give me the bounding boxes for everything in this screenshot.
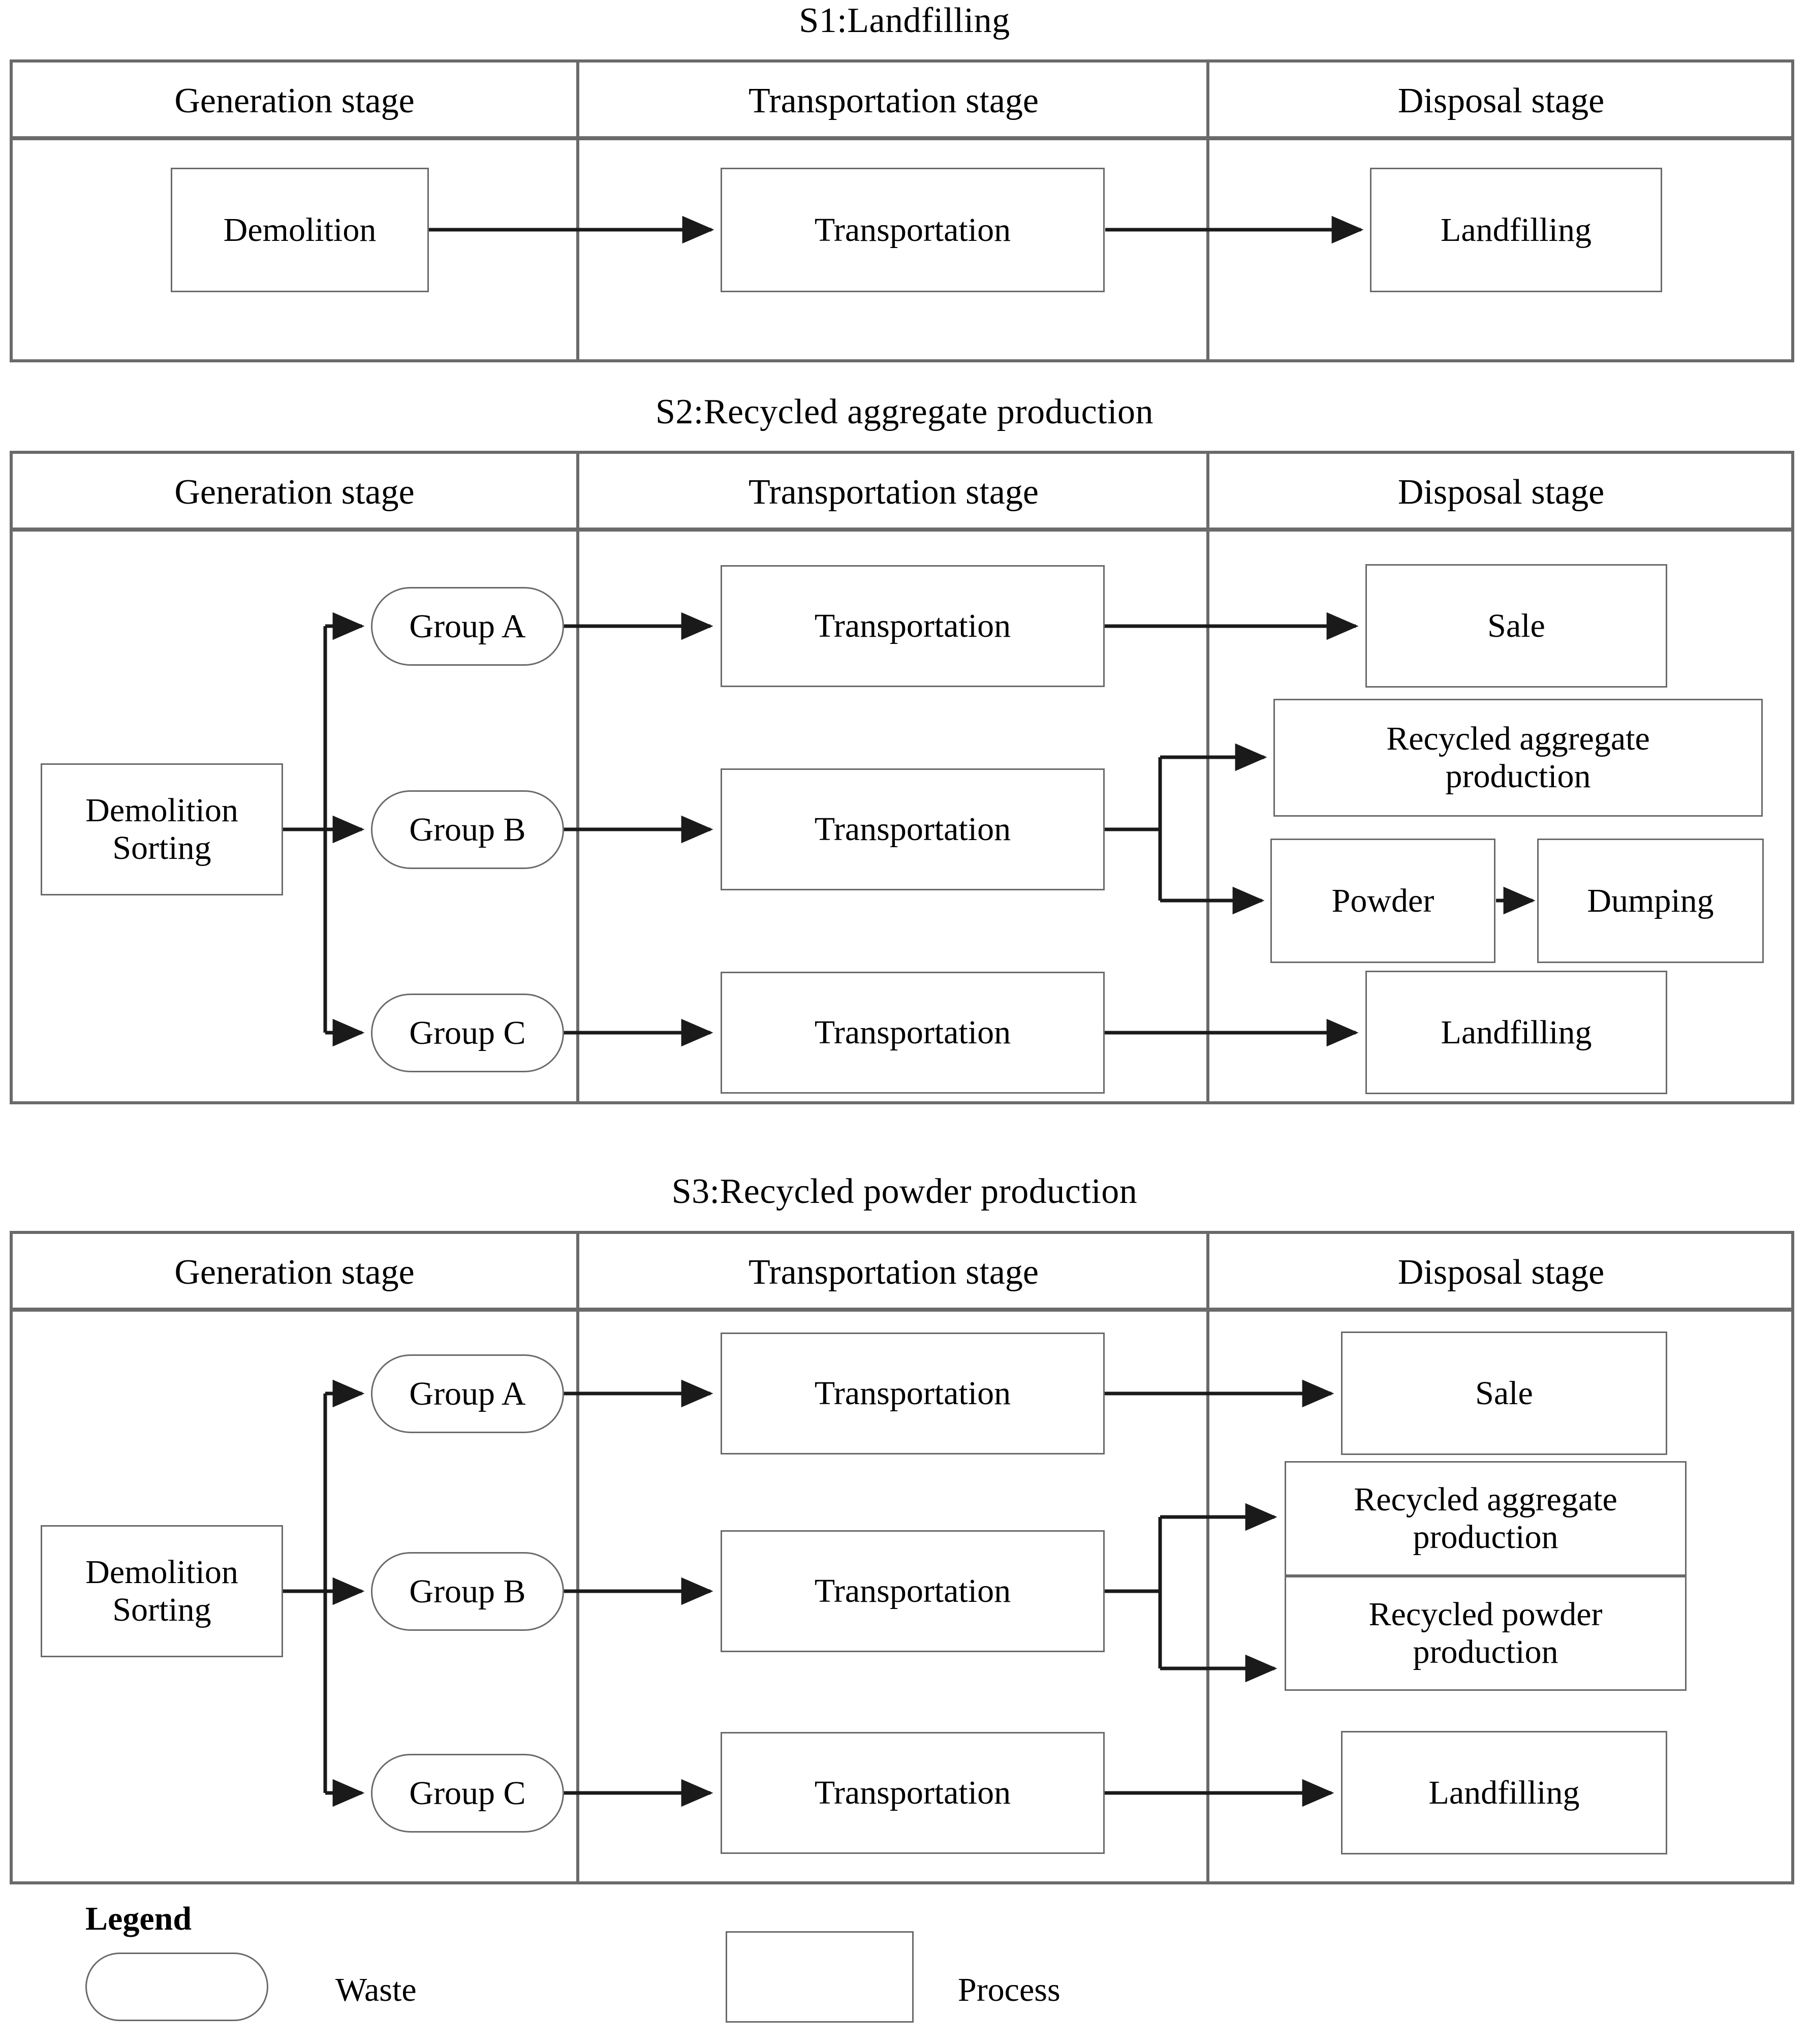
- node-label: Sale: [1475, 1374, 1533, 1412]
- scenario-title-s1: S1:Landfilling: [799, 1, 1010, 40]
- node-label: Transportation: [814, 1572, 1011, 1610]
- legend-label-waste: Waste: [335, 1971, 417, 2008]
- node-label-line1: Demolition: [85, 792, 238, 829]
- node-landfilling-s2[interactable]: Landfilling: [1365, 971, 1667, 1094]
- node-demolition-sorting-s2[interactable]: Demolition Sorting: [41, 763, 283, 895]
- node-label: Group B: [409, 1572, 526, 1610]
- node-label: Transportation: [814, 607, 1011, 645]
- node-powder-s2[interactable]: Powder: [1270, 839, 1495, 963]
- node-group-c-s3[interactable]: Group C: [371, 1754, 564, 1833]
- node-label: Transportation: [814, 211, 1011, 249]
- node-dumping-s2[interactable]: Dumping: [1537, 839, 1764, 963]
- node-demolition-s1[interactable]: Demolition: [171, 168, 429, 292]
- node-label: Transportation: [814, 811, 1011, 848]
- stage-header-disposal-s1: Disposal stage: [1397, 81, 1605, 120]
- node-label: Group C: [409, 1014, 526, 1051]
- node-label-line2: Sorting: [112, 1591, 211, 1628]
- node-label: Transportation: [814, 1375, 1011, 1412]
- node-sale-s2[interactable]: Sale: [1365, 564, 1667, 688]
- node-group-b-s2[interactable]: Group B: [371, 790, 564, 869]
- node-label: Dumping: [1587, 882, 1714, 919]
- node-label-line1: Demolition: [85, 1554, 238, 1591]
- stage-header-transportation-s2: Transportation stage: [748, 473, 1039, 512]
- stage-header-transportation-s1: Transportation stage: [748, 81, 1039, 120]
- node-group-a-s2[interactable]: Group A: [371, 587, 564, 666]
- legend-swatch-process: [726, 1931, 914, 2023]
- node-transportation-a-s2[interactable]: Transportation: [721, 565, 1105, 687]
- node-recycled-aggregate-production-s3[interactable]: Recycled aggregate production: [1285, 1461, 1687, 1576]
- scenario-title-s2: S2:Recycled aggregate production: [655, 392, 1154, 431]
- node-label-line2: production: [1413, 1633, 1558, 1670]
- node-label: Group A: [409, 1375, 526, 1412]
- stage-header-disposal-s2: Disposal stage: [1397, 473, 1605, 512]
- node-demolition-sorting-s3[interactable]: Demolition Sorting: [41, 1525, 283, 1657]
- node-transportation-c-s3[interactable]: Transportation: [721, 1732, 1105, 1854]
- node-landfilling-s1[interactable]: Landfilling: [1370, 168, 1662, 292]
- node-label-line2: production: [1445, 758, 1591, 795]
- node-sale-s3[interactable]: Sale: [1341, 1331, 1667, 1455]
- node-label: Group A: [409, 607, 526, 645]
- node-group-a-s3[interactable]: Group A: [371, 1354, 564, 1433]
- stage-header-generation-s2: Generation stage: [174, 473, 415, 512]
- stage-header-generation-s1: Generation stage: [174, 81, 415, 120]
- node-label-line2: Sorting: [112, 829, 211, 866]
- node-label-line2: production: [1413, 1519, 1558, 1556]
- node-label-line1: Recycled aggregate: [1354, 1481, 1617, 1519]
- node-transportation-b-s3[interactable]: Transportation: [721, 1530, 1105, 1652]
- node-transportation-a-s3[interactable]: Transportation: [721, 1333, 1105, 1454]
- node-label: Landfilling: [1441, 1013, 1592, 1051]
- legend-swatch-waste: [85, 1953, 268, 2021]
- node-label: Powder: [1331, 882, 1434, 919]
- node-group-b-s3[interactable]: Group B: [371, 1552, 564, 1631]
- stage-header-generation-s3: Generation stage: [174, 1253, 415, 1292]
- node-transportation-b-s2[interactable]: Transportation: [721, 768, 1105, 890]
- scenario-title-s3: S3:Recycled powder production: [671, 1172, 1138, 1211]
- node-label: Landfilling: [1441, 211, 1592, 249]
- node-label: Transportation: [814, 1014, 1011, 1051]
- node-recycled-powder-production-s3[interactable]: Recycled powder production: [1285, 1576, 1687, 1691]
- node-label-line1: Recycled powder: [1368, 1596, 1603, 1633]
- node-recycled-aggregate-production-s2[interactable]: Recycled aggregate production: [1273, 699, 1763, 817]
- node-label: Sale: [1487, 607, 1545, 644]
- node-label: Demolition: [223, 211, 377, 249]
- node-transportation-s1[interactable]: Transportation: [721, 168, 1105, 292]
- node-label-line1: Recycled aggregate: [1386, 720, 1650, 758]
- node-label: Group C: [409, 1774, 526, 1812]
- node-transportation-c-s2[interactable]: Transportation: [721, 972, 1105, 1094]
- stage-header-disposal-s3: Disposal stage: [1397, 1253, 1605, 1292]
- legend-title: Legend: [85, 1900, 192, 1937]
- stage-header-transportation-s3: Transportation stage: [748, 1253, 1039, 1292]
- node-label: Transportation: [814, 1774, 1011, 1812]
- node-landfilling-s3[interactable]: Landfilling: [1341, 1731, 1667, 1854]
- node-label: Group B: [409, 811, 526, 848]
- node-group-c-s2[interactable]: Group C: [371, 994, 564, 1072]
- node-label: Landfilling: [1428, 1774, 1580, 1811]
- legend-label-process: Process: [958, 1971, 1061, 2008]
